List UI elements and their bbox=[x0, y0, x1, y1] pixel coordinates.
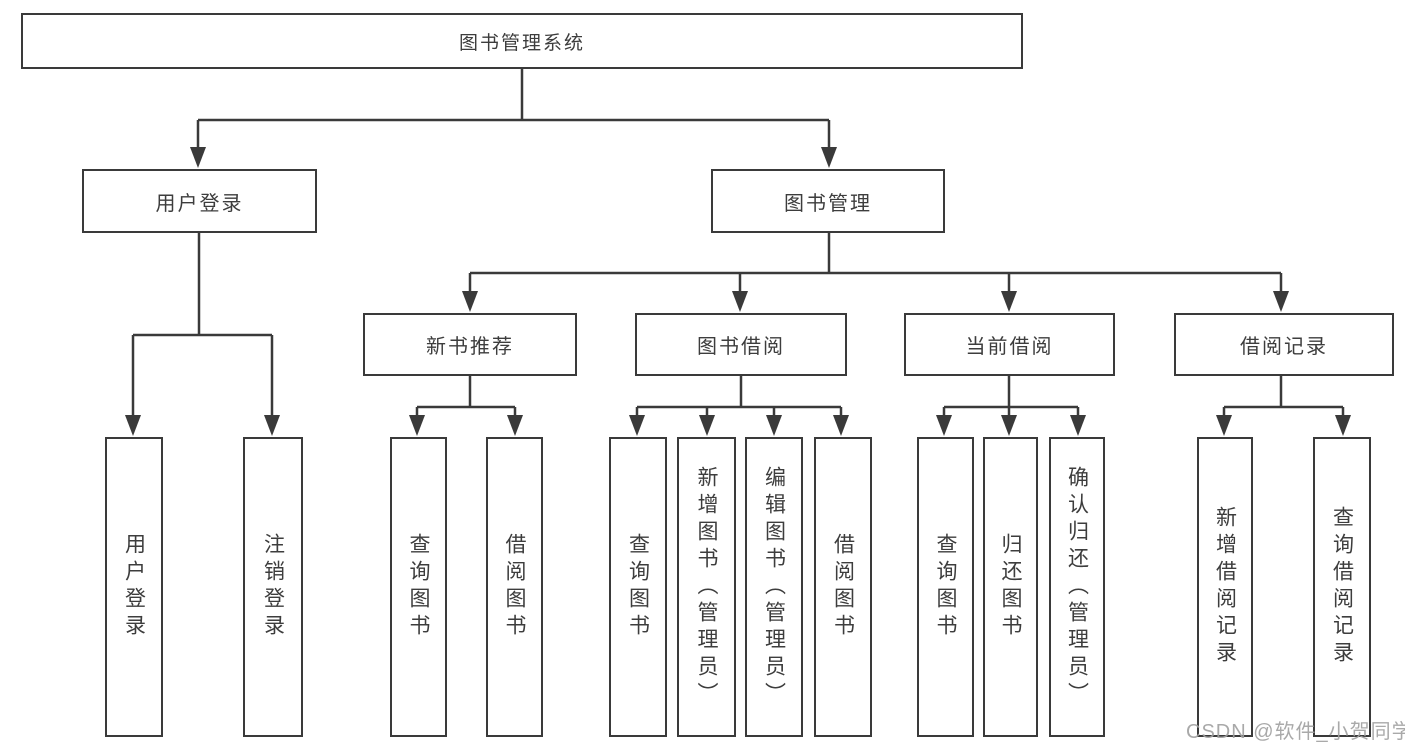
arrowhead-down-icon bbox=[507, 415, 523, 436]
leaf-current-query-books: 查询图书 bbox=[917, 437, 974, 737]
connector-new-book-branch bbox=[415, 376, 517, 417]
connector-borrow-records-branch bbox=[1222, 376, 1345, 417]
arrowhead-down-icon bbox=[409, 415, 425, 436]
connector-user-login-branch bbox=[131, 233, 274, 417]
node-user-login: 用户登录 bbox=[82, 169, 317, 233]
leaf-label: 新增图书（管理员） bbox=[695, 465, 718, 709]
leaf-label: 查询借阅记录 bbox=[1330, 506, 1354, 668]
leaf-user-login: 用户登录 bbox=[105, 437, 163, 737]
connector-root-branch bbox=[196, 69, 831, 149]
leaf-records-query-record: 查询借阅记录 bbox=[1313, 437, 1371, 737]
arrowhead-down-icon bbox=[936, 415, 952, 436]
node-root-label: 图书管理系统 bbox=[458, 32, 585, 54]
arrowhead-down-icon bbox=[1070, 415, 1086, 436]
leaf-label: 查询图书 bbox=[626, 533, 650, 641]
node-book-management: 图书管理 bbox=[711, 169, 945, 233]
leaf-label: 查询图书 bbox=[407, 533, 430, 641]
connector-book-management-branch bbox=[468, 233, 1283, 293]
leaf-borrow-add-books-admin: 新增图书（管理员） bbox=[677, 437, 736, 737]
arrowhead-down-icon bbox=[1335, 415, 1351, 436]
leaf-borrow-borrow-books: 借阅图书 bbox=[814, 437, 872, 737]
arrowhead-down-icon bbox=[190, 147, 206, 168]
node-label: 图书借阅 bbox=[697, 336, 785, 358]
leaf-newbook-borrow-books: 借阅图书 bbox=[486, 437, 543, 737]
leaf-borrow-edit-books-admin: 编辑图书（管理员） bbox=[745, 437, 803, 737]
arrowhead-down-icon bbox=[1216, 415, 1232, 436]
node-label: 借阅记录 bbox=[1240, 336, 1328, 358]
leaf-label: 新增借阅记录 bbox=[1213, 506, 1237, 668]
arrowhead-down-icon bbox=[125, 415, 141, 436]
leaf-label: 编辑图书（管理员） bbox=[762, 465, 786, 709]
node-book-borrow: 图书借阅 bbox=[635, 313, 847, 376]
arrowhead-down-icon bbox=[699, 415, 715, 436]
leaf-current-confirm-return-admin: 确认归还（管理员） bbox=[1049, 437, 1105, 737]
arrowhead-down-icon bbox=[629, 415, 645, 436]
node-current-borrow: 当前借阅 bbox=[904, 313, 1115, 376]
arrowhead-down-icon bbox=[264, 415, 280, 436]
arrowhead-down-icon bbox=[821, 147, 837, 168]
leaf-newbook-query-books: 查询图书 bbox=[390, 437, 447, 737]
leaf-logout: 注销登录 bbox=[243, 437, 303, 737]
arrowhead-down-icon bbox=[1001, 415, 1017, 436]
leaf-borrow-query-books: 查询图书 bbox=[609, 437, 667, 737]
leaf-label: 归还图书 bbox=[999, 533, 1022, 641]
node-root: 图书管理系统 bbox=[21, 13, 1023, 69]
leaf-current-return-books: 归还图书 bbox=[983, 437, 1038, 737]
arrowhead-down-icon bbox=[766, 415, 782, 436]
arrowhead-down-icon bbox=[732, 291, 748, 312]
leaf-label: 借阅图书 bbox=[503, 533, 526, 641]
connector-book-borrow-branch bbox=[635, 376, 843, 417]
leaf-label: 用户登录 bbox=[122, 533, 146, 641]
node-new-book-recommend: 新书推荐 bbox=[363, 313, 577, 376]
leaf-label: 注销登录 bbox=[261, 533, 285, 641]
arrowhead-down-icon bbox=[1001, 291, 1017, 312]
connector-current-borrow-branch bbox=[942, 376, 1080, 417]
leaf-label: 确认归还（管理员） bbox=[1065, 465, 1089, 709]
arrowhead-down-icon bbox=[833, 415, 849, 436]
leaf-records-add-record: 新增借阅记录 bbox=[1197, 437, 1253, 737]
leaf-label: 借阅图书 bbox=[831, 533, 855, 641]
watermark: CSDN @软件_小贺同学 bbox=[1186, 721, 1405, 743]
node-label: 用户登录 bbox=[155, 192, 244, 215]
node-borrow-records: 借阅记录 bbox=[1174, 313, 1394, 376]
arrowhead-down-icon bbox=[1273, 291, 1289, 312]
leaf-label: 查询图书 bbox=[934, 533, 957, 641]
arrowhead-down-icon bbox=[462, 291, 478, 312]
node-label: 当前借阅 bbox=[965, 336, 1054, 358]
node-label: 图书管理 bbox=[784, 192, 872, 215]
node-label: 新书推荐 bbox=[426, 336, 514, 358]
